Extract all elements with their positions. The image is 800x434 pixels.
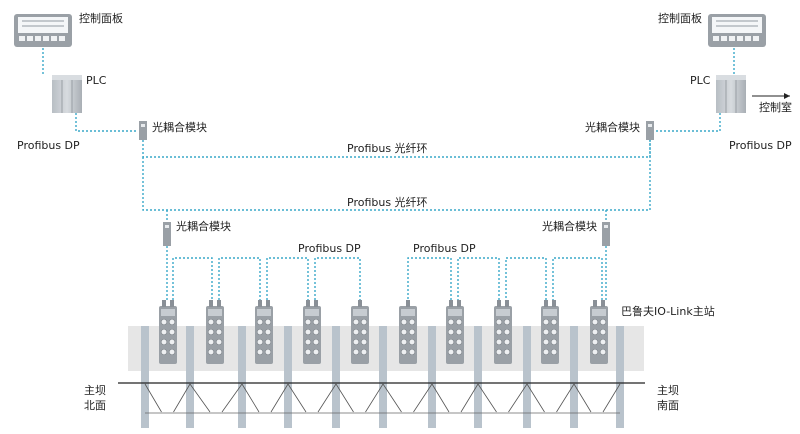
label-panel-right: 控制面板 bbox=[658, 11, 702, 25]
dam-pillar-10 bbox=[570, 326, 578, 428]
label-coupler-top-left: 光耦合模块 bbox=[152, 120, 207, 134]
label-dam-south-1: 主坝 bbox=[657, 383, 679, 397]
dam-truss-6 bbox=[382, 383, 433, 413]
iolink-master-row bbox=[159, 300, 608, 364]
dam-pillar-2 bbox=[186, 326, 194, 428]
dam-pillar-6 bbox=[379, 326, 387, 428]
iolink-master-2 bbox=[206, 300, 224, 364]
coupler-top-left bbox=[139, 121, 147, 140]
label-profibus-dp-left: Profibus DP bbox=[17, 139, 80, 152]
label-control-room: 控制室 bbox=[759, 100, 792, 114]
label-ring-upper: Profibus 光纤环 bbox=[347, 141, 428, 155]
label-dam-north-1: 主坝 bbox=[84, 383, 106, 397]
coupler-bottom-left bbox=[163, 222, 171, 246]
dam-pillar-3 bbox=[238, 326, 246, 428]
iolink-master-5 bbox=[351, 300, 369, 364]
label-dam-south-2: 南面 bbox=[657, 399, 679, 412]
dam-truss-10 bbox=[573, 383, 621, 413]
iolink-master-9 bbox=[541, 300, 559, 364]
iolink-master-7 bbox=[446, 300, 464, 364]
dam-truss-8 bbox=[477, 383, 528, 413]
profibus-dp-chains bbox=[166, 246, 607, 300]
label-dp-bus-left: Profibus DP bbox=[298, 242, 361, 255]
iolink-master-6 bbox=[399, 300, 417, 364]
dam-truss-2 bbox=[189, 383, 243, 413]
label-ring-lower: Profibus 光纤环 bbox=[347, 195, 428, 209]
dp-right-hop-1 bbox=[552, 257, 603, 300]
dp-right-hop-3 bbox=[457, 257, 500, 300]
label-coupler-top-right: 光耦合模块 bbox=[585, 120, 640, 134]
plc-right bbox=[716, 75, 746, 113]
iolink-master-3 bbox=[255, 300, 273, 364]
dam-pillars bbox=[141, 326, 624, 428]
iolink-master-10 bbox=[590, 300, 608, 364]
label-panel-left: 控制面板 bbox=[79, 11, 123, 25]
dam-truss-9 bbox=[526, 383, 575, 413]
dam-truss-5 bbox=[335, 383, 384, 413]
plc-left bbox=[52, 75, 82, 113]
label-iolink-master: 巴鲁夫IO-Link主站 bbox=[621, 304, 715, 318]
label-profibus-dp-right: Profibus DP bbox=[729, 139, 792, 152]
dam-truss-7 bbox=[431, 383, 479, 413]
label-coupler-bottom-right: 光耦合模块 bbox=[542, 219, 597, 233]
label-plc-left: PLC bbox=[86, 74, 107, 87]
iolink-master-1 bbox=[159, 300, 177, 364]
dp-left-hop-1 bbox=[172, 257, 213, 300]
dam-trusses bbox=[144, 383, 621, 413]
link-plc-coupler-left bbox=[75, 113, 138, 132]
dam-truss-3 bbox=[241, 383, 289, 413]
iolink-master-8 bbox=[494, 300, 512, 364]
dp-right-hop-4 bbox=[407, 257, 452, 300]
fiber-ring bbox=[142, 140, 651, 222]
coupler-top-right bbox=[646, 121, 654, 140]
dp-right-hop-2 bbox=[505, 257, 547, 300]
plc-links bbox=[42, 48, 735, 132]
link-plc-coupler-right bbox=[654, 113, 721, 132]
dp-left-hop-2 bbox=[218, 257, 261, 300]
label-dp-bus-right: Profibus DP bbox=[413, 242, 476, 255]
dam-pillar-11 bbox=[616, 326, 624, 428]
dam-structure bbox=[118, 326, 645, 428]
dam-pillar-9 bbox=[523, 326, 531, 428]
label-coupler-bottom-left: 光耦合模块 bbox=[176, 219, 231, 233]
dam-truss-1 bbox=[144, 383, 191, 413]
iolink-master-4 bbox=[303, 300, 321, 364]
control-panel-left bbox=[14, 14, 72, 47]
label-plc-right: PLC bbox=[690, 74, 711, 87]
dp-left-hop-3 bbox=[266, 257, 309, 300]
dam-pillar-4 bbox=[284, 326, 292, 428]
coupler-bottom-right bbox=[602, 222, 610, 246]
dam-pillar-1 bbox=[141, 326, 149, 428]
dam-pillar-5 bbox=[332, 326, 340, 428]
dam-pillar-8 bbox=[474, 326, 482, 428]
dam-pillar-7 bbox=[428, 326, 436, 428]
dp-left-hop-4 bbox=[314, 257, 361, 300]
dam-truss-4 bbox=[287, 383, 337, 413]
control-panel-right bbox=[708, 14, 766, 47]
label-dam-north-2: 北面 bbox=[84, 399, 106, 412]
